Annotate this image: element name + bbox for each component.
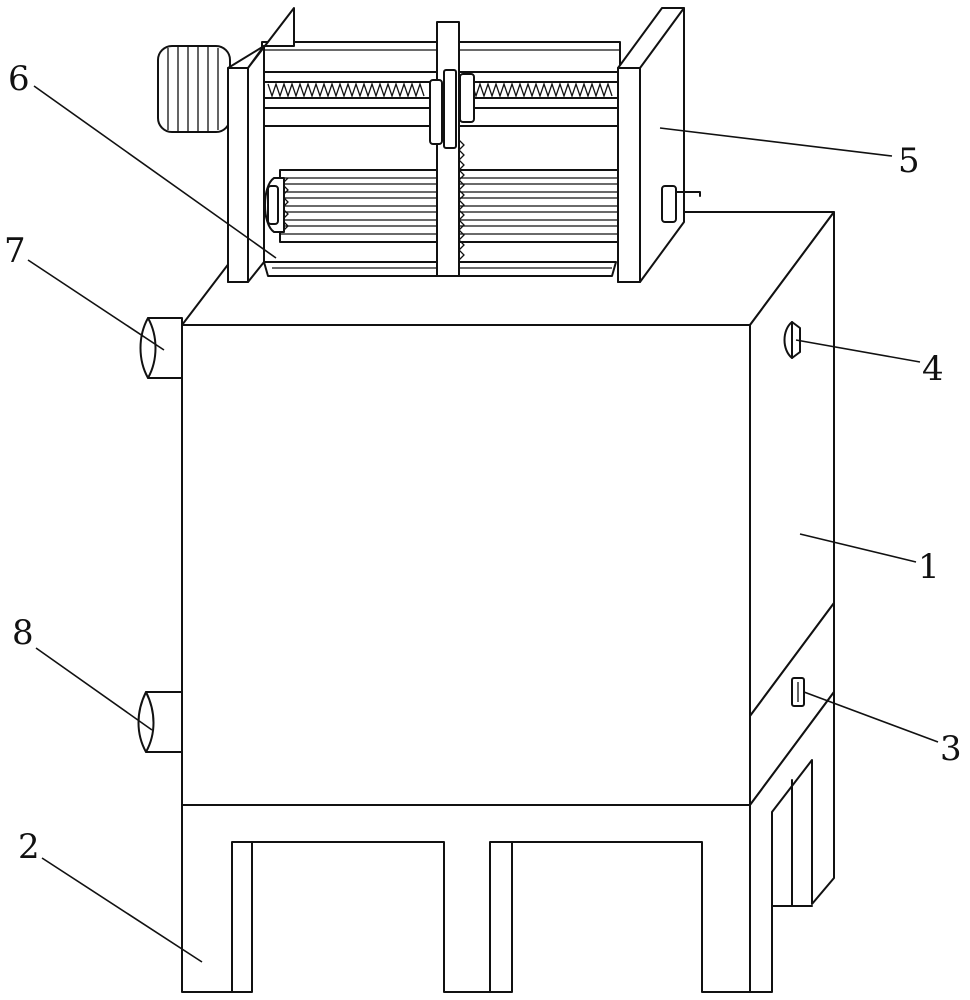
leader-4 [795,339,921,363]
callout-3: 3 [940,729,962,769]
leader-1 [799,533,917,563]
plate-handle [661,185,701,223]
leader-3 [803,691,939,743]
callout-5: 5 [898,141,920,181]
lower-side-latch [791,677,805,707]
upper-side-knob [783,321,801,359]
base-frame [181,691,835,993]
callout-1: 1 [918,547,940,587]
base-right-side [749,691,835,993]
callout-8: 8 [12,613,34,653]
motor-gear [157,45,231,133]
sliding-blade [429,21,475,277]
roller-end-cap [264,177,285,233]
lower-outlet-pipe [137,691,183,753]
leader-lines [27,85,939,963]
box-front-face [181,324,751,806]
leader-5 [659,127,893,157]
callout-labels: 1 2 3 4 5 6 7 8 [4,59,962,867]
callout-6: 6 [8,59,30,99]
leader-7 [27,259,165,351]
leader-2 [41,857,203,963]
base-notch-left-depth [231,841,253,993]
callout-4: 4 [922,349,944,389]
left-side-plate [227,7,295,283]
base-front [181,804,751,993]
callout-2: 2 [18,827,40,867]
callout-7: 7 [4,231,26,271]
box-body [181,211,835,806]
leader-8 [35,647,153,731]
base-notch-right-depth [489,841,513,993]
leader-6 [33,85,277,259]
top-mechanism [157,7,701,283]
